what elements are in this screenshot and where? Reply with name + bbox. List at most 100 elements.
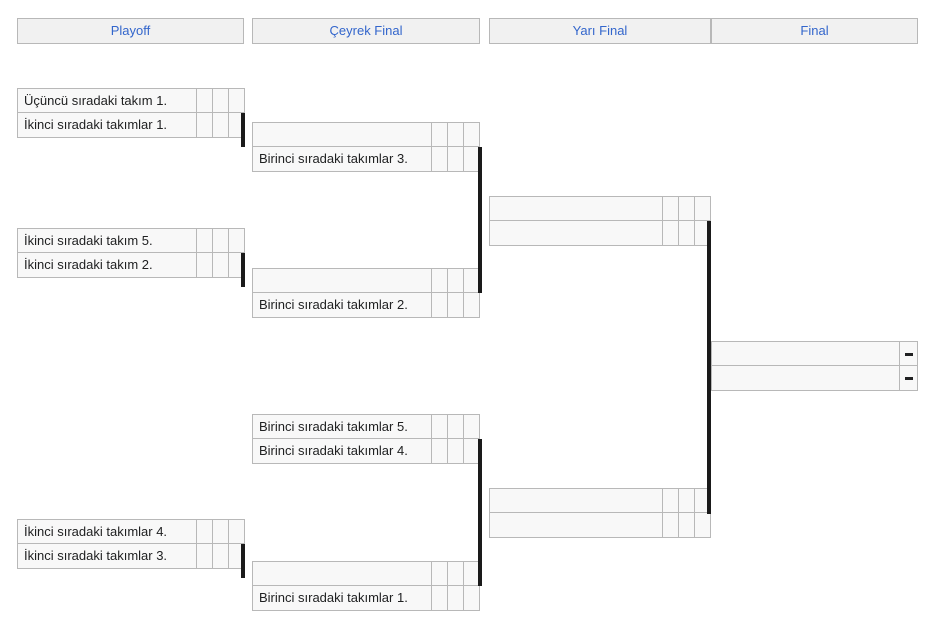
score-cell	[447, 269, 463, 292]
team-name	[253, 123, 431, 146]
match-final-1[interactable]	[711, 341, 918, 391]
match-row[interactable]: Birinci sıradaki takımlar 3.	[252, 147, 480, 172]
match-row[interactable]: Birinci sıradaki takımlar 5.	[252, 414, 480, 439]
match-row[interactable]	[489, 488, 711, 513]
score-cell	[212, 113, 228, 137]
match-row[interactable]	[489, 221, 711, 246]
score-cell	[196, 544, 212, 568]
score-cell	[196, 253, 212, 277]
match-row[interactable]: İkinci sıradaki takımlar 3.	[17, 544, 245, 569]
match-row[interactable]	[711, 341, 918, 366]
match-row[interactable]	[711, 366, 918, 391]
team-name: İkinci sıradaki takımlar 1.	[24, 117, 168, 132]
match-row[interactable]: Üçüncü sıradaki takım 1.	[17, 88, 245, 113]
score-cell	[463, 439, 479, 463]
connector-sf-1-to-final	[707, 221, 711, 368]
score-cell	[662, 513, 678, 537]
score-cell	[212, 229, 228, 252]
connector-qf-1-to-sf-1	[478, 147, 482, 223]
team-name	[253, 269, 431, 292]
score-cell	[196, 89, 212, 112]
score-cell	[678, 221, 694, 245]
score-cell	[212, 253, 228, 277]
score-cell	[212, 89, 228, 112]
score-cell	[431, 586, 447, 610]
match-row[interactable]	[489, 196, 711, 221]
round-header-playoff[interactable]: Playoff	[17, 18, 244, 44]
score-cell	[662, 221, 678, 245]
team-name	[712, 342, 899, 365]
team-name: Birinci sıradaki takımlar 4.	[259, 443, 408, 458]
connector-sf-2-to-final	[707, 364, 711, 514]
match-row[interactable]: Birinci sıradaki takımlar 4.	[252, 439, 480, 464]
match-semi-final-2[interactable]	[489, 488, 711, 538]
match-row[interactable]: İkinci sıradaki takım 2.	[17, 253, 245, 278]
match-playoff-3[interactable]: İkinci sıradaki takımlar 4. İkinci sırad…	[17, 519, 245, 569]
score-cell	[228, 89, 244, 112]
round-header-final-label: Final	[800, 23, 829, 38]
match-row[interactable]: İkinci sıradaki takımlar 1.	[17, 113, 245, 138]
round-header-final[interactable]: Final	[711, 18, 918, 44]
score-cell	[228, 544, 244, 568]
score-cell	[431, 123, 447, 146]
team-name: İkinci sıradaki takım 2.	[24, 257, 153, 272]
score-cell	[694, 221, 710, 245]
round-header-quarter-final[interactable]: Çeyrek Final	[252, 18, 480, 44]
score-cell	[463, 269, 479, 292]
match-semi-final-1[interactable]	[489, 196, 711, 246]
score-cell	[212, 520, 228, 543]
match-row[interactable]	[252, 561, 480, 586]
team-name: Birinci sıradaki takımlar 3.	[259, 151, 408, 166]
team-name	[490, 221, 662, 245]
dash-icon	[904, 377, 913, 381]
score-cell	[694, 489, 710, 512]
score-cell	[431, 562, 447, 585]
connector-qf-3-to-sf-2	[478, 439, 482, 515]
score-cell	[196, 520, 212, 543]
connector-qf-4-to-sf-2	[478, 513, 482, 586]
score-cell	[228, 113, 244, 137]
score-cell	[463, 586, 479, 610]
score-cell	[678, 489, 694, 512]
score-cell	[694, 513, 710, 537]
team-name: Üçüncü sıradaki takım 1.	[24, 93, 168, 108]
score-cell	[447, 123, 463, 146]
score-cell	[447, 147, 463, 171]
match-row[interactable]	[252, 268, 480, 293]
score-cell	[694, 197, 710, 220]
match-quarter-final-2[interactable]: Birinci sıradaki takımlar 2.	[252, 268, 480, 318]
match-quarter-final-4[interactable]: Birinci sıradaki takımlar 1.	[252, 561, 480, 611]
team-name	[253, 562, 431, 585]
match-row[interactable]	[489, 513, 711, 538]
round-header-semi-final[interactable]: Yarı Final	[489, 18, 711, 44]
team-name	[490, 489, 662, 512]
score-cell	[678, 197, 694, 220]
score-cell	[447, 562, 463, 585]
match-row[interactable]	[252, 122, 480, 147]
score-cell	[662, 197, 678, 220]
score-cell	[212, 544, 228, 568]
team-name	[490, 197, 662, 220]
score-cell	[463, 147, 479, 171]
score-cell	[431, 269, 447, 292]
team-name: Birinci sıradaki takımlar 2.	[259, 297, 408, 312]
score-cell	[196, 113, 212, 137]
score-cell	[678, 513, 694, 537]
match-quarter-final-1[interactable]: Birinci sıradaki takımlar 3.	[252, 122, 480, 172]
team-name: İkinci sıradaki takım 5.	[24, 233, 153, 248]
match-playoff-1[interactable]: Üçüncü sıradaki takım 1. İkinci sıradaki…	[17, 88, 245, 138]
connector-playoff-3-to-qf-4	[241, 544, 245, 578]
match-row[interactable]: İkinci sıradaki takım 5.	[17, 228, 245, 253]
score-cell	[431, 439, 447, 463]
match-row[interactable]: Birinci sıradaki takımlar 2.	[252, 293, 480, 318]
round-header-quarter-final-label: Çeyrek Final	[329, 23, 403, 38]
match-row[interactable]: İkinci sıradaki takımlar 4.	[17, 519, 245, 544]
score-cell	[463, 415, 479, 438]
match-quarter-final-3[interactable]: Birinci sıradaki takımlar 5. Birinci sır…	[252, 414, 480, 464]
score-cell	[447, 439, 463, 463]
score-cell	[662, 489, 678, 512]
match-playoff-2[interactable]: İkinci sıradaki takım 5. İkinci sıradaki…	[17, 228, 245, 278]
match-row[interactable]: Birinci sıradaki takımlar 1.	[252, 586, 480, 611]
connector-playoff-2-to-qf-2	[241, 253, 245, 287]
